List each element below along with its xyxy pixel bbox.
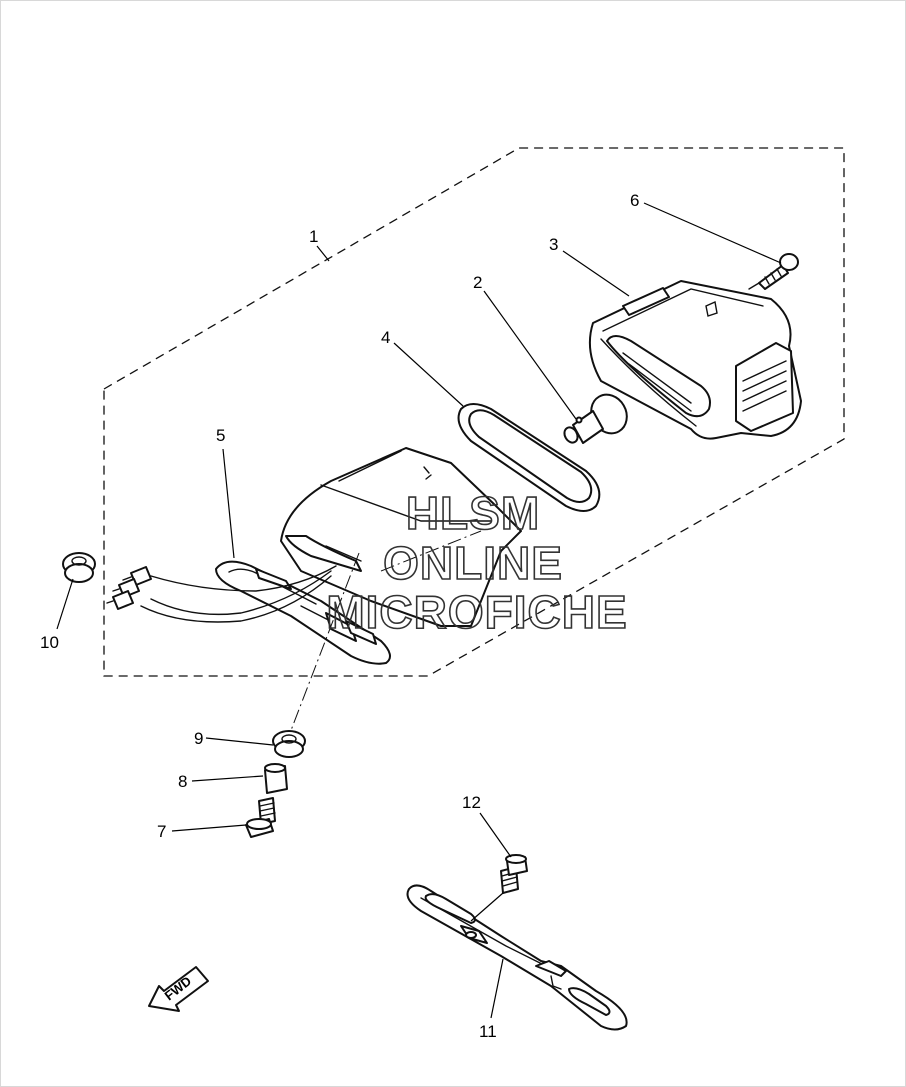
center-line-fasteners (284, 552, 360, 747)
callout-10: 10 (40, 633, 59, 652)
part-10-grommet[interactable] (62, 552, 96, 583)
callout-8: 8 (178, 772, 187, 791)
watermark-line-2: ONLINE (383, 537, 563, 589)
part-11-bracket[interactable] (406, 884, 628, 1031)
part-9-grommet[interactable] (272, 730, 306, 758)
callout-9: 9 (194, 729, 203, 748)
callout-12: 12 (462, 793, 481, 812)
callout-7: 7 (157, 822, 166, 841)
callout-4: 4 (381, 328, 390, 347)
callout-1: 1 (309, 227, 318, 246)
part-12-bolt[interactable] (500, 854, 528, 894)
part-6-screw[interactable] (748, 253, 799, 290)
part-3-lens-housing[interactable] (588, 280, 802, 440)
center-line-lens (380, 530, 482, 572)
callout-5: 5 (216, 426, 225, 445)
watermark-line-3: MICROFICHE (326, 586, 627, 638)
part-5-socket-bracket[interactable] (215, 560, 391, 665)
watermark-line-1: HLSM (406, 487, 540, 539)
callout-3: 3 (549, 235, 558, 254)
part-7-bolt[interactable] (245, 797, 276, 838)
watermark: HLSM ONLINE MICROFICHE (326, 486, 628, 639)
callout-6: 6 (630, 191, 639, 210)
wire-harness (106, 565, 337, 623)
part-2-bulb[interactable] (562, 388, 634, 445)
callout-11: 11 (479, 1022, 497, 1041)
leader-lines (56, 202, 782, 1019)
part-8-collar[interactable] (264, 763, 288, 794)
fwd-direction-arrow: FWD (148, 966, 209, 1012)
assembly-boundary-1 (103, 147, 845, 677)
part-4-gasket[interactable] (457, 403, 601, 512)
callout-2: 2 (473, 273, 482, 292)
part-1-tail-lamp-assembly[interactable] (280, 447, 522, 627)
